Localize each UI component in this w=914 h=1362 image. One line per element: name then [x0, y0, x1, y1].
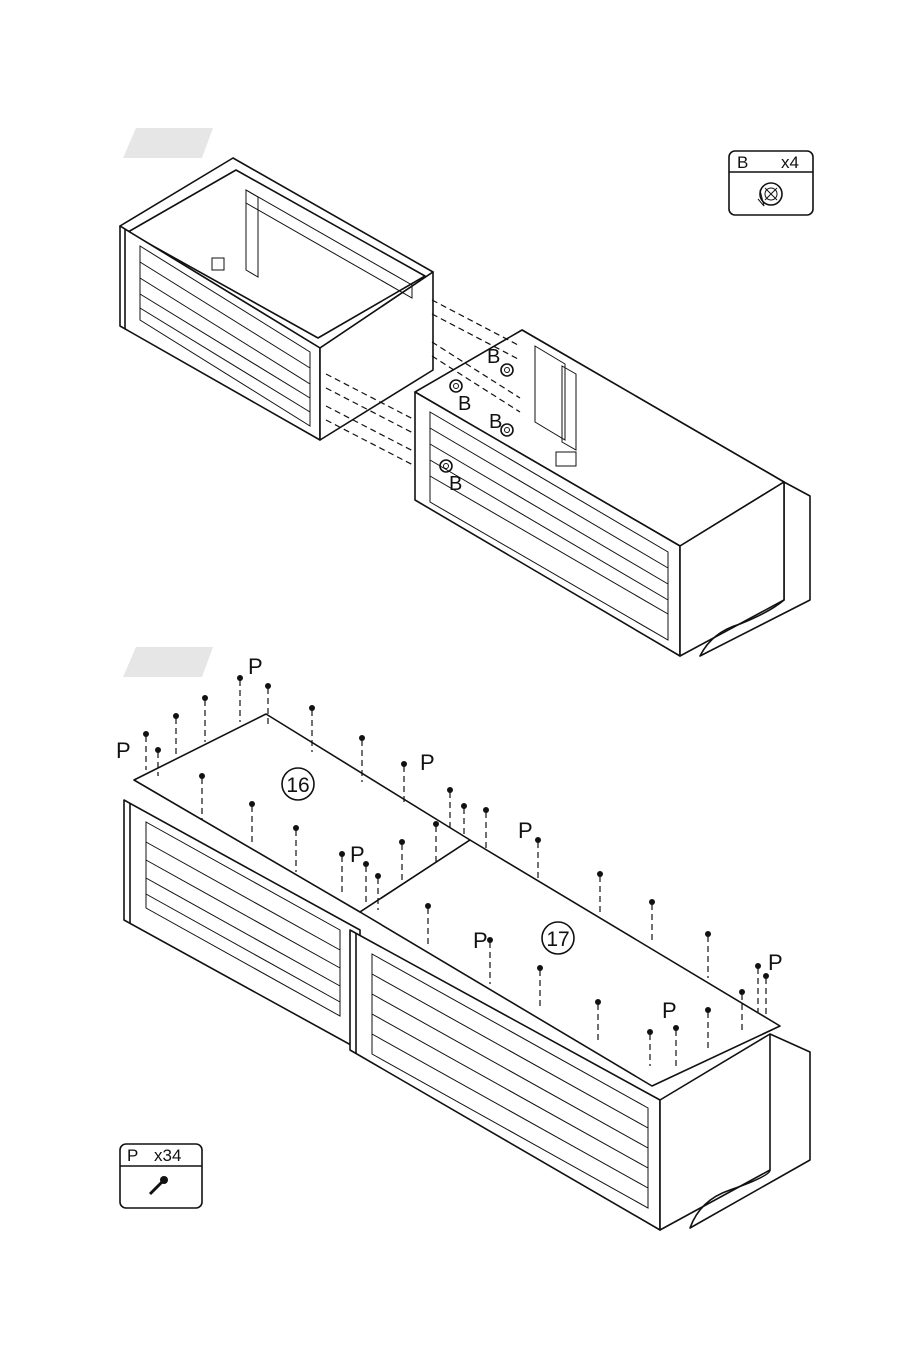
- hardware-box-b-qty: x4: [781, 153, 799, 172]
- step1-badge: [123, 128, 213, 158]
- callout-p-3: P: [420, 750, 435, 775]
- panel-number-17: 17: [546, 928, 569, 951]
- hardware-box-b-letter: B: [737, 153, 748, 172]
- callout-p-6: P: [473, 928, 488, 953]
- hardware-box-p-letter: P: [127, 1146, 138, 1165]
- hardware-box-b: B x4: [729, 151, 813, 215]
- step2-badge: [123, 647, 213, 677]
- cam-lock-icon: [758, 183, 782, 206]
- step1-section: B x4: [120, 128, 813, 656]
- callout-p-5: P: [350, 842, 365, 867]
- panel-number-16: 16: [286, 774, 309, 797]
- callout-p-1: P: [248, 654, 263, 679]
- right-cabinet: [415, 330, 810, 656]
- hardware-box-p-qty: x34: [154, 1146, 181, 1165]
- step2-section: 16 17: [116, 647, 810, 1230]
- callout-p-7: P: [768, 950, 783, 975]
- callout-p-2: P: [116, 738, 131, 763]
- callout-b-4: B: [449, 473, 462, 495]
- hardware-box-p: P x34: [120, 1144, 202, 1208]
- callout-p-8: P: [662, 998, 677, 1023]
- callout-p-4: P: [518, 818, 533, 843]
- callout-b-3: B: [489, 411, 502, 433]
- screw-icon: [150, 1176, 168, 1194]
- callout-b-2: B: [458, 393, 471, 415]
- callout-b-1: B: [487, 346, 500, 368]
- left-cabinet: [120, 158, 433, 440]
